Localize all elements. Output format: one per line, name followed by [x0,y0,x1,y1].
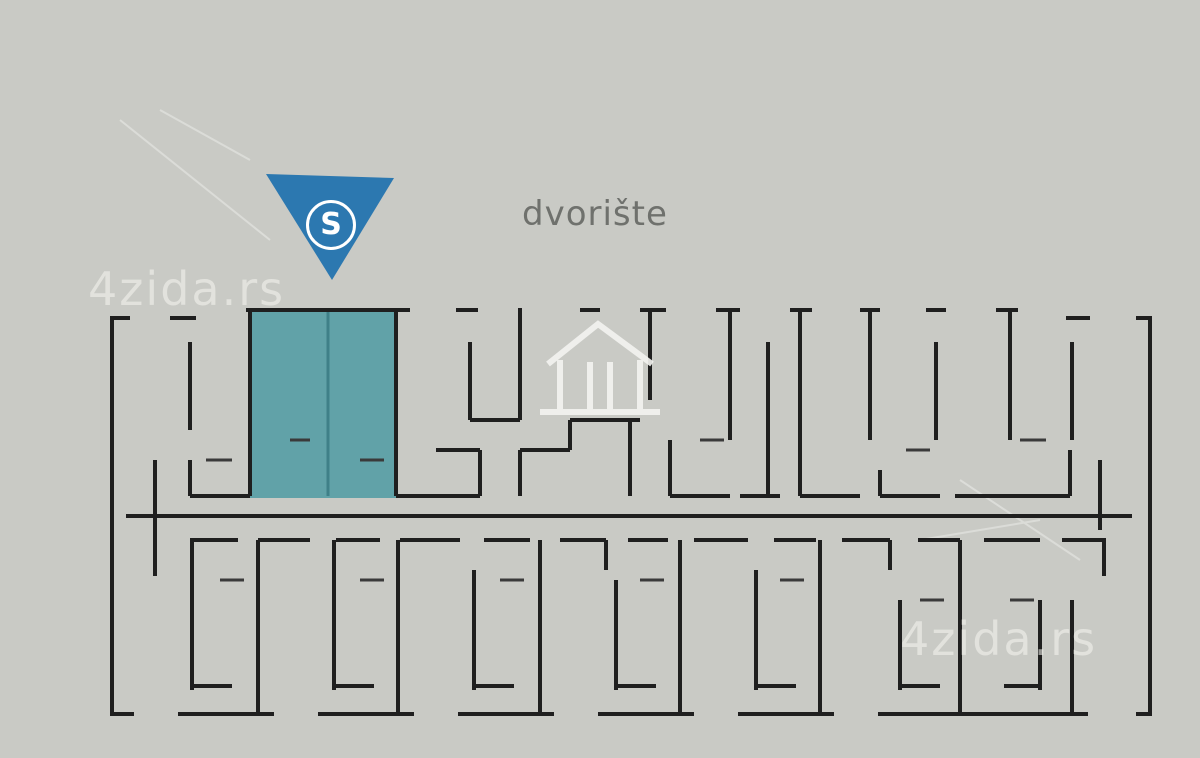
house-logo-icon [540,320,660,415]
outer-walls [110,316,1152,716]
location-badge-letter: S [306,200,356,250]
highlighted-unit[interactable] [250,308,396,498]
upper-row-top-walls [170,308,1090,320]
upper-row-walls [128,308,1102,576]
lower-row-walls [190,538,1106,714]
background-guide-lines [119,109,1081,561]
door-marks [206,438,1046,602]
courtyard-label: dvorište [522,194,668,234]
